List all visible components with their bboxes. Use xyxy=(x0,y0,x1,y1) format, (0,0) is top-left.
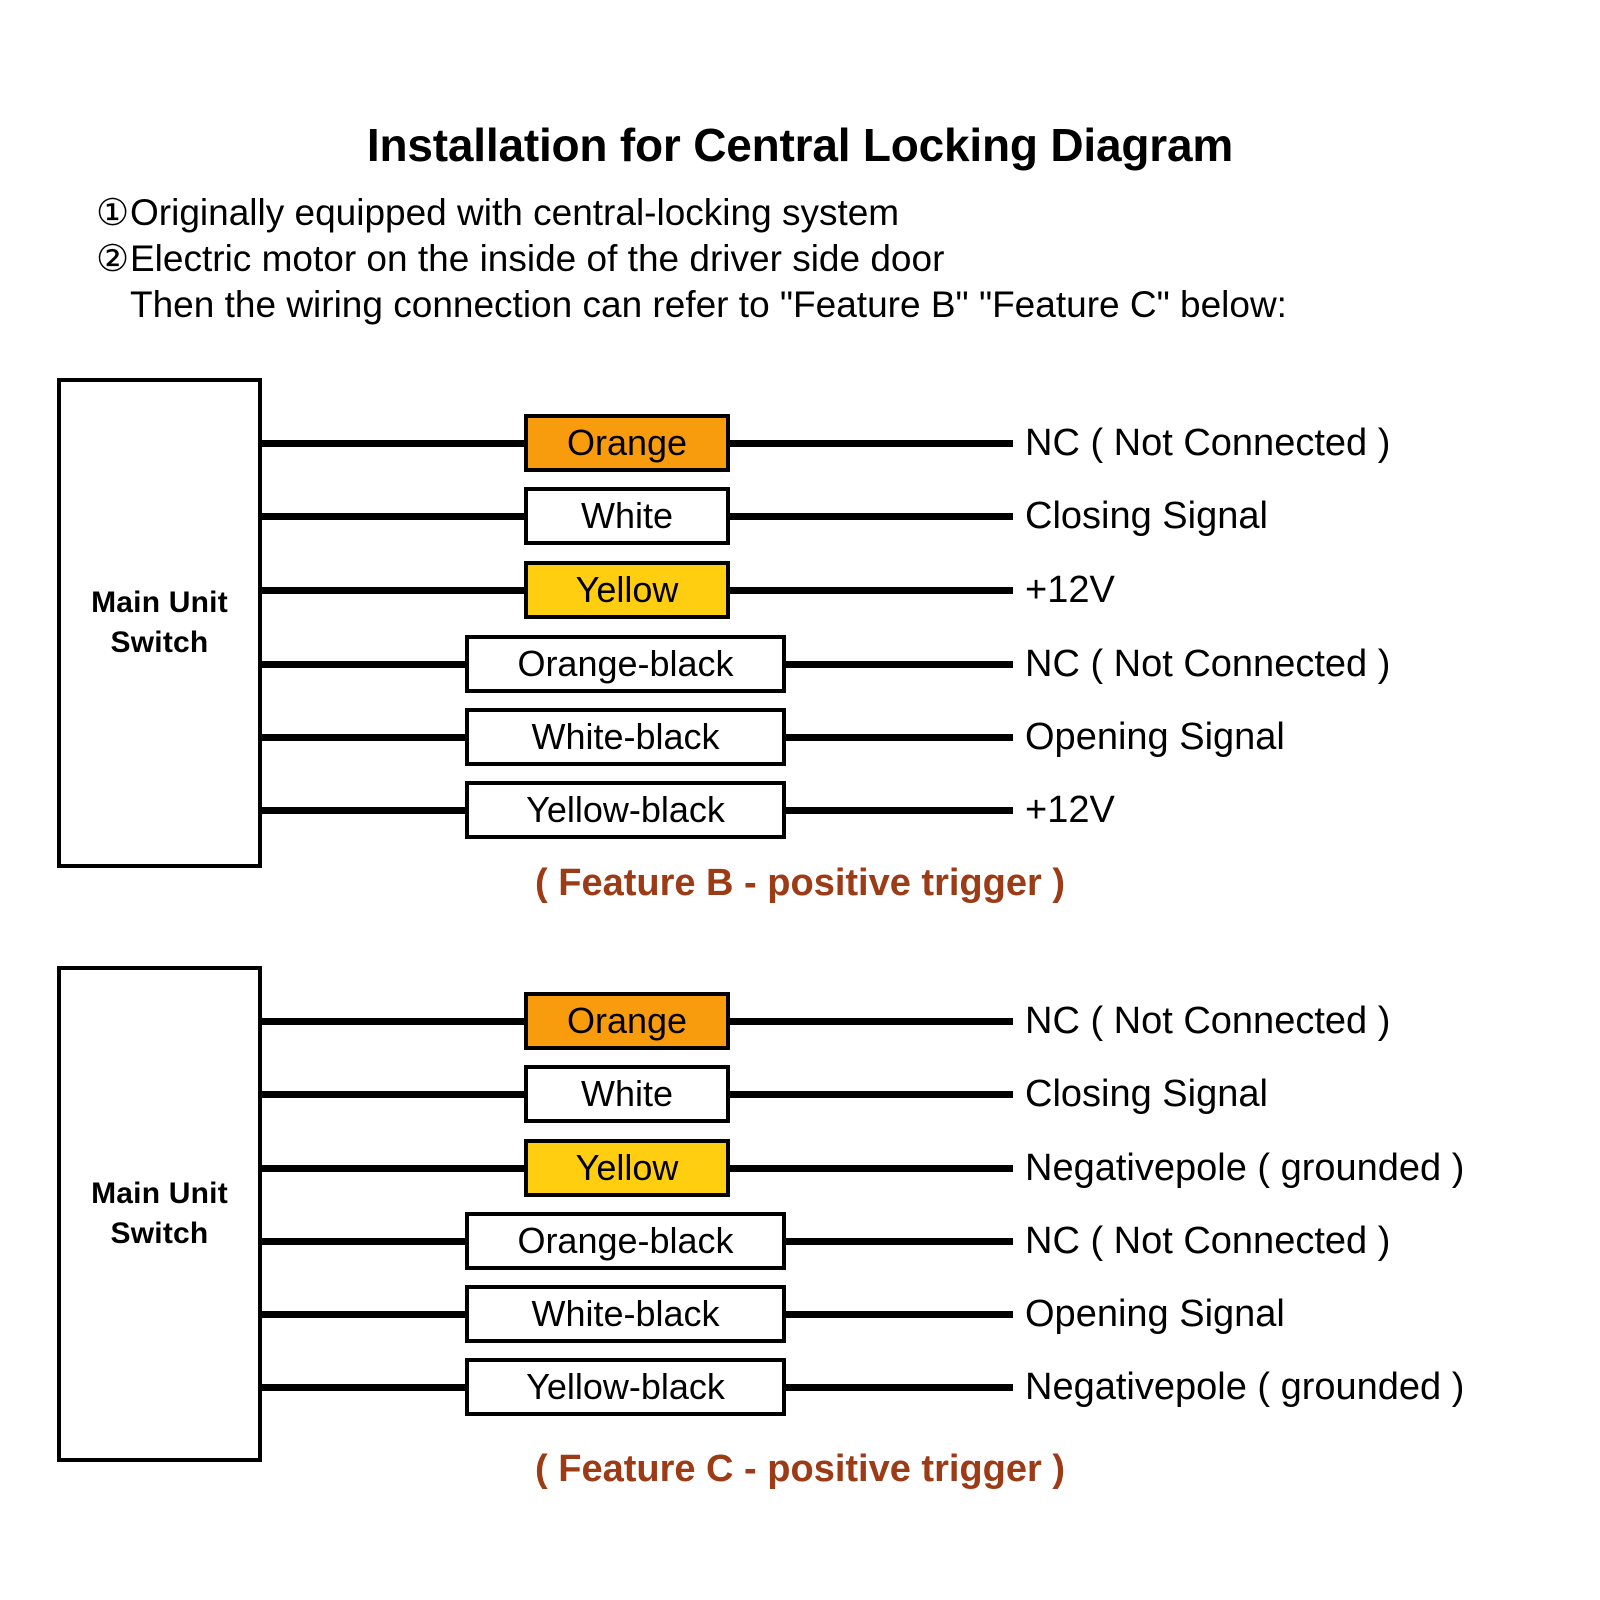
wire-segment-left xyxy=(262,661,465,668)
wire-segment-left xyxy=(262,1091,524,1098)
wire-color-chip: Yellow-black xyxy=(465,781,786,839)
signal-label: Opening Signal xyxy=(1025,1293,1285,1335)
wire-color-chip-label: Yellow xyxy=(575,1147,679,1188)
note-text-1: Originally equipped with central-locking… xyxy=(130,192,900,233)
wire-color-chip-label: Yellow-black xyxy=(526,1366,725,1407)
signal-label: +12V xyxy=(1025,569,1115,611)
wire-segment-left xyxy=(262,1165,524,1172)
intro-line-3: Then the wiring connection can refer to … xyxy=(96,282,1516,328)
wire-color-chip: White xyxy=(524,1065,730,1123)
signal-label: Closing Signal xyxy=(1025,1073,1268,1115)
signal-label: NC ( Not Connected ) xyxy=(1025,643,1391,685)
wire-color-chip-label: White-black xyxy=(531,1293,720,1334)
main-unit-label-line1: Main Unit xyxy=(91,586,228,619)
wire-color-chip-label: Orange xyxy=(566,422,688,463)
intro-line-2: ②Electric motor on the inside of the dri… xyxy=(96,236,1516,282)
wire-color-chip-label: White xyxy=(580,495,674,536)
wire-segment-right xyxy=(786,1311,1013,1318)
wire-color-chip: Orange xyxy=(524,992,730,1050)
wire-segment-left xyxy=(262,1238,465,1245)
wire-color-chip-label: White xyxy=(580,1073,674,1114)
note-marker-1: ① xyxy=(96,192,130,233)
wire-segment-left xyxy=(262,513,524,520)
wire-segment-right xyxy=(730,513,1013,520)
wire-color-chip: Yellow xyxy=(524,1139,730,1197)
wire-segment-right xyxy=(730,440,1013,447)
wire-segment-right xyxy=(730,1091,1013,1098)
signal-label: NC ( Not Connected ) xyxy=(1025,422,1391,464)
main-unit-label-line1: Main Unit xyxy=(91,1177,228,1210)
wire-color-chip: White xyxy=(524,487,730,545)
wire-segment-left xyxy=(262,440,524,447)
signal-label: Closing Signal xyxy=(1025,495,1268,537)
feature-caption: ( Feature B - positive trigger ) xyxy=(535,862,1065,904)
wire-segment-right xyxy=(786,734,1013,741)
wire-segment-left xyxy=(262,1384,465,1391)
wire-segment-right xyxy=(730,1018,1013,1025)
page-title: Installation for Central Locking Diagram xyxy=(366,119,1234,171)
wire-segment-left xyxy=(262,1311,465,1318)
wire-color-chip: Yellow-black xyxy=(465,1358,786,1416)
signal-label: Opening Signal xyxy=(1025,716,1285,758)
signal-label: NC ( Not Connected ) xyxy=(1025,1220,1391,1262)
wire-segment-right xyxy=(786,807,1013,814)
wire-segment-left xyxy=(262,807,465,814)
main-unit-label-line2: Switch xyxy=(110,1217,209,1250)
wire-color-chip: Orange-black xyxy=(465,1212,786,1270)
wire-segment-right xyxy=(786,661,1013,668)
wire-color-chip-label: Yellow-black xyxy=(526,789,725,830)
wire-color-chip-label: Orange-black xyxy=(517,643,734,684)
wire-color-chip-label: White-black xyxy=(531,716,720,757)
signal-label: NC ( Not Connected ) xyxy=(1025,1000,1391,1042)
note-marker-2: ② xyxy=(96,238,130,279)
signal-label: +12V xyxy=(1025,789,1115,831)
wire-segment-left xyxy=(262,734,465,741)
intro-line-1: ①Originally equipped with central-lockin… xyxy=(96,190,1516,236)
wire-segment-right xyxy=(730,587,1013,594)
wire-color-chip: Yellow xyxy=(524,561,730,619)
note-text-2: Electric motor on the inside of the driv… xyxy=(130,238,945,279)
wire-color-chip: Orange-black xyxy=(465,635,786,693)
wire-color-chip: White-black xyxy=(465,1285,786,1343)
intro-notes: ①Originally equipped with central-lockin… xyxy=(96,190,1516,328)
signal-label: Negativepole ( grounded ) xyxy=(1025,1366,1465,1408)
wire-segment-right xyxy=(730,1165,1013,1172)
wire-segment-right xyxy=(786,1384,1013,1391)
wire-color-chip: White-black xyxy=(465,708,786,766)
wire-segment-left xyxy=(262,1018,524,1025)
wire-color-chip: Orange xyxy=(524,414,730,472)
wire-segment-right xyxy=(786,1238,1013,1245)
main-unit-label-line2: Switch xyxy=(110,626,209,659)
note-text-3: Then the wiring connection can refer to … xyxy=(130,284,1287,325)
wire-segment-left xyxy=(262,587,524,594)
wire-color-chip-label: Yellow xyxy=(575,569,679,610)
wire-color-chip-label: Orange xyxy=(566,1000,688,1041)
feature-caption: ( Feature C - positive trigger ) xyxy=(535,1448,1065,1490)
signal-label: Negativepole ( grounded ) xyxy=(1025,1147,1465,1189)
wire-color-chip-label: Orange-black xyxy=(517,1220,734,1261)
